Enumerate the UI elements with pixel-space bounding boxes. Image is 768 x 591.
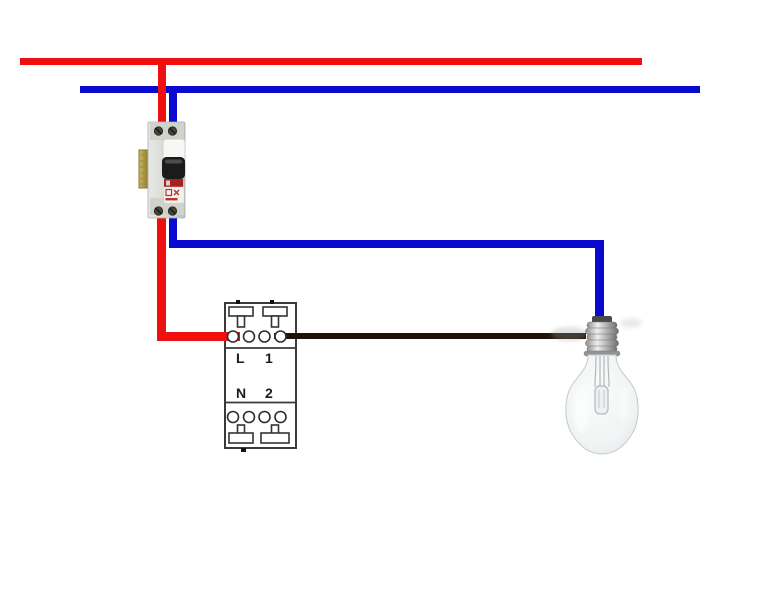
switch-top-tick [236,300,240,304]
switched-wire-to-lamp [284,333,586,339]
neutral-feed-wire [80,86,700,93]
phase-drop-from-breaker [157,212,166,341]
terminal-label-L: L [236,350,245,366]
halogen-capsule [594,385,609,415]
switch-bottom-tick [241,448,246,452]
neutral-run-to-lamp [169,240,604,248]
light-bulb [551,316,642,455]
phase-drop-to-breaker [158,58,166,124]
capsule-filament [598,390,605,408]
phase-run-to-switch [157,332,235,341]
neutral-drop-to-breaker [169,86,177,124]
base-shadow [620,318,642,328]
neutral-drop-to-lamp [595,240,604,322]
breaker-label-area [163,186,185,204]
breaker-toggle [162,157,185,179]
neutral-drop-from-breaker [169,212,177,248]
base-shadow [551,327,587,341]
switch-bottom-contact-holes [226,410,287,424]
glass-highlight [618,386,630,422]
switched-wire-stub [274,333,302,339]
switch-top-contact-holes [226,330,287,343]
terminal-screw [153,126,178,216]
terminal-label-1: 1 [265,350,273,366]
bulb-filament-stem [594,355,610,388]
terminal-label-2: 2 [265,385,273,401]
glass-highlight [573,387,589,433]
switch-top-tick [270,300,274,304]
switch-outline [224,302,297,449]
switch-terminal-block: L 1 N 2 [222,300,302,452]
terminal-label-N: N [236,385,246,401]
circuit-breaker [138,121,186,219]
phase-feed-wire [20,58,642,65]
switch-bottom-terminals [228,424,290,444]
bulb-screw-base [583,316,621,357]
breaker-indicator [164,179,183,187]
switch-top-terminals [228,306,288,328]
